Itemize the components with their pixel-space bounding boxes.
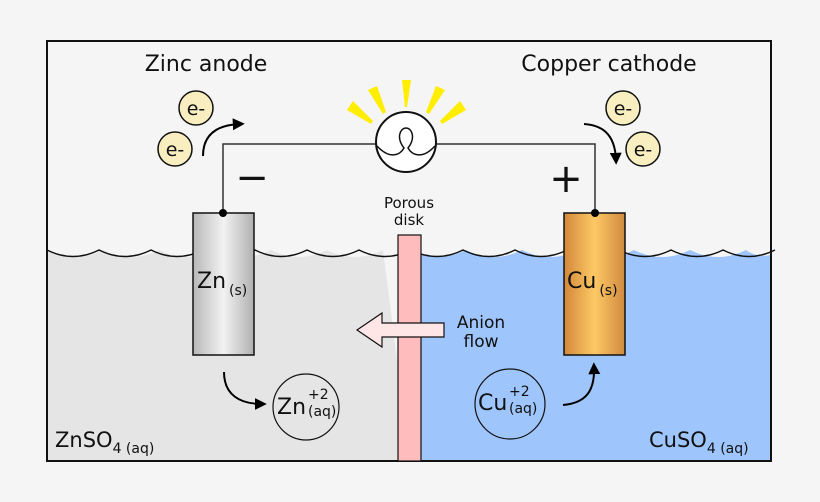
copper-deposit-arrow xyxy=(562,362,601,406)
electron-label: e- xyxy=(634,139,653,161)
zinc-electrode-label: Zn(s) xyxy=(197,269,247,299)
zinc-ion-state: (aq) xyxy=(308,404,336,420)
copper-ion-label: Cu xyxy=(478,391,507,416)
electron-left-1: e- xyxy=(178,90,214,126)
electron-label: e- xyxy=(166,139,185,161)
porous-disk xyxy=(397,234,422,462)
negative-sign: − xyxy=(235,155,269,201)
anion-flow-label-line2: flow xyxy=(463,332,498,352)
zinc-ion-charge: +2 xyxy=(308,387,329,403)
cathode-terminal xyxy=(591,209,599,217)
anode-terminal xyxy=(219,209,227,217)
cathode-title: Copper cathode xyxy=(521,52,696,77)
copper-ion-charge: +2 xyxy=(509,384,530,400)
zinc-sulfate-label: ZnSO4 (aq) xyxy=(55,428,154,457)
external-wire xyxy=(222,143,596,213)
anode-title: Zinc anode xyxy=(145,52,268,77)
porous-disk-label-line1: Porous xyxy=(384,194,434,212)
zinc-ion-label: Zn xyxy=(277,395,306,420)
copper-electrode xyxy=(563,212,626,356)
electron-label: e- xyxy=(187,98,206,120)
light-bulb-icon xyxy=(375,111,437,173)
positive-sign: + xyxy=(549,156,583,202)
porous-disk-label-line2: disk xyxy=(394,211,425,229)
electron-right-1: e- xyxy=(605,90,641,126)
zinc-dissolve-arrow xyxy=(223,371,267,410)
copper-ion-circle xyxy=(474,368,546,440)
zinc-ion-circle xyxy=(272,373,340,441)
copper-sulfate-label: CuSO4 (aq) xyxy=(649,428,749,457)
electron-left-2: e- xyxy=(157,131,193,167)
anion-flow-arrow xyxy=(355,311,445,349)
electron-right-2: e- xyxy=(625,131,661,167)
copper-electrode-label: Cu(s) xyxy=(567,269,618,299)
copper-ion-state: (aq) xyxy=(509,401,537,417)
electron-label: e- xyxy=(614,98,633,120)
electron-flow-arrow-right xyxy=(583,123,622,165)
zinc-electrode xyxy=(192,212,255,356)
anion-flow-label-line1: Anion xyxy=(457,313,505,333)
light-rays xyxy=(347,80,466,124)
electron-flow-arrow-left xyxy=(202,118,245,157)
